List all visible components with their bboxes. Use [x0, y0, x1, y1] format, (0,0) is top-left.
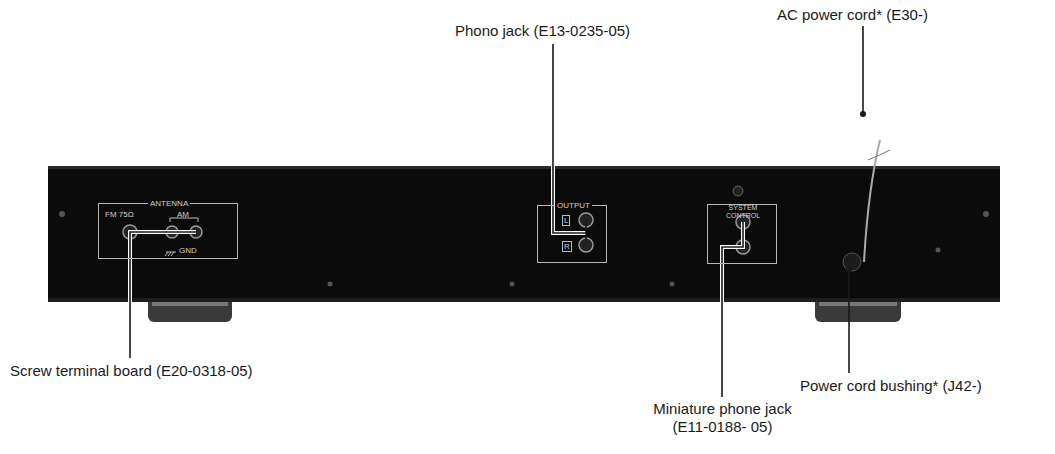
part-callout: Screw terminal board (E20-0318-05): [10, 362, 253, 380]
panel-text: SYSTEM CONTROL: [720, 204, 766, 220]
part-callout: AC power cord* (E30-): [777, 6, 928, 24]
leader-dots: [846, 111, 866, 273]
ground-symbol: [165, 252, 176, 256]
power-cord-shadow: [868, 150, 890, 160]
part-callout: Phono jack (E13-0235-05): [455, 22, 630, 40]
panel-section: ANTENNAFM 75ΩAMGND: [98, 203, 238, 259]
panel-section: OUTPUTLR: [537, 205, 607, 263]
cord-bushing: [843, 253, 861, 271]
panel-text: ANTENNA: [148, 199, 190, 208]
panel-text: FM 75Ω: [105, 210, 134, 219]
panel-edge: [48, 298, 1000, 302]
screws: [59, 186, 989, 287]
panel-text: OUTPUT: [555, 201, 592, 210]
panel-text: R: [562, 241, 572, 252]
panel-edge: [48, 166, 1000, 169]
leader-lines: [130, 26, 863, 397]
part-callout: Miniature phone jack (E11-0188- 05): [640, 400, 805, 436]
panel-text: GND: [179, 246, 197, 255]
panel-section: SYSTEM CONTROL: [707, 204, 777, 264]
jacks: [123, 213, 750, 254]
panel-text: L: [562, 215, 570, 226]
leader-halo: [130, 44, 743, 397]
panel-text: AM: [177, 210, 189, 219]
part-callout: Power cord bushing* (J42-): [800, 377, 982, 395]
